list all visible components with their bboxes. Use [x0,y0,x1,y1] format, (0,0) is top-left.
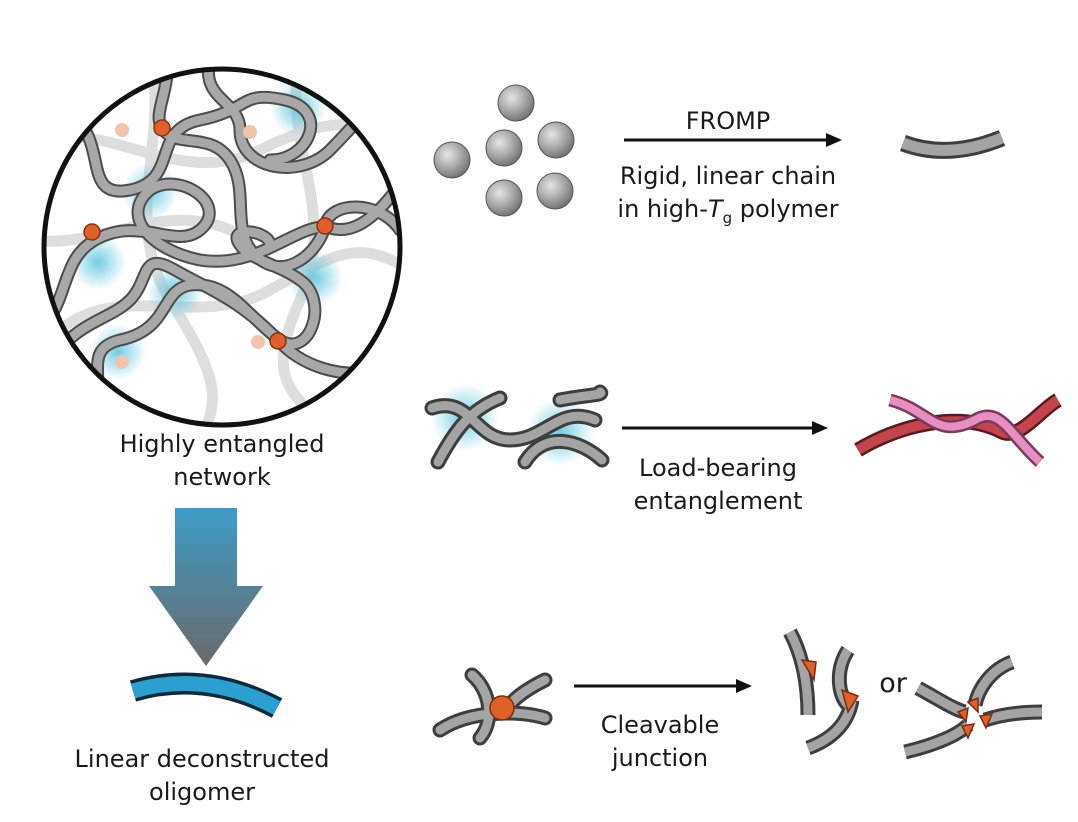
monomer-spheres [433,84,575,217]
cleave-label-line1: Cleavable [600,711,720,739]
rigid-label-line2: in high-Tg polymer [598,193,858,235]
cleavable-junctions [83,119,334,350]
cleavable-arrow [574,679,752,693]
cleaved-chains-option-b [903,654,1043,760]
or-label: or [879,668,907,699]
oligomer-label-line2: oligomer [149,778,255,806]
junction-chains [432,667,553,746]
deconstruction-arrow [149,508,263,666]
network-label: Highly entangled network [62,428,382,494]
fromp-arrow [624,133,842,147]
entangled-network [41,66,403,428]
cleave-label-line2: junction [611,744,709,772]
rigid-label-line1: Rigid, linear chain [619,162,837,190]
network-circle-outline [41,66,403,428]
load-bearing-arrow [622,421,828,435]
load-bearing-label: Load-bearing entanglement [608,452,828,518]
oligomer-label-line1: Linear deconstructed [74,745,330,773]
rigid-label-post: polymer [732,195,839,223]
cleaved-chains-option-a [783,628,860,756]
entangled-chains [424,384,610,470]
oligomer-label: Linear deconstructed oligomer [42,743,362,809]
network-label-line1: Highly entangled [119,430,325,458]
linear-oligomer [129,672,283,718]
fromp-label: FROMP [685,107,771,135]
rigid-label-pre: in high- [617,195,708,223]
tg-subscript: g [722,209,733,227]
load-label-line2: entanglement [633,487,803,515]
rigid-chain-label: Rigid, linear chain in high-Tg polymer [598,160,858,235]
cleavable-label: Cleavable junction [580,709,740,775]
stretched-entangled-chains [854,393,1063,467]
rigid-chain [899,130,1006,159]
tg-symbol: T [707,195,723,223]
load-label-line1: Load-bearing [639,454,797,482]
network-label-line2: network [173,463,271,491]
